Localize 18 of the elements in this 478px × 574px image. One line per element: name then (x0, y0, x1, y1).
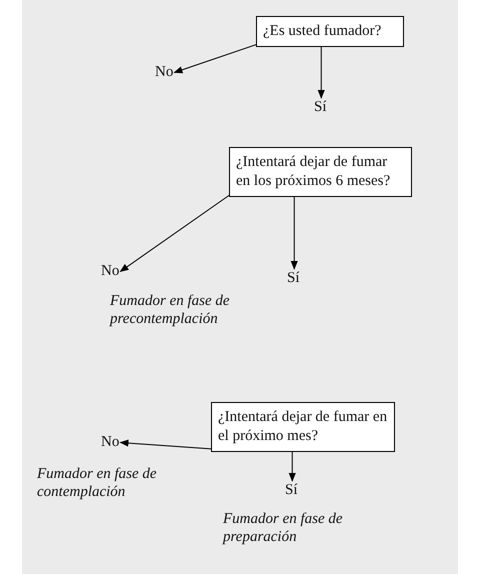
answer-text: No (101, 262, 120, 281)
question-box: ¿Intentará dejar de fumar en el próximo mes? (211, 402, 395, 452)
arrow (174, 44, 258, 74)
question-box: ¿Es usted fumador? (256, 16, 404, 47)
question-box: ¿Intentará dejar de fumar en los próximos 6 meses? (229, 147, 412, 197)
answer-text: Sí (314, 98, 327, 117)
arrow (288, 452, 296, 482)
stage-note: Fumador en fase de precontemplación (110, 292, 231, 328)
answer-text: No (155, 63, 174, 82)
answer-text: Sí (285, 481, 298, 500)
arrow (318, 46, 325, 99)
answer-text: Sí (287, 269, 300, 288)
stage-note: Fumador en fase de preparación (223, 510, 344, 546)
answer-text: No (101, 433, 120, 452)
stage-note: Fumador en fase de contemplación (37, 465, 158, 501)
arrow (120, 194, 232, 272)
arrow (119, 439, 214, 450)
arrow (290, 196, 298, 270)
